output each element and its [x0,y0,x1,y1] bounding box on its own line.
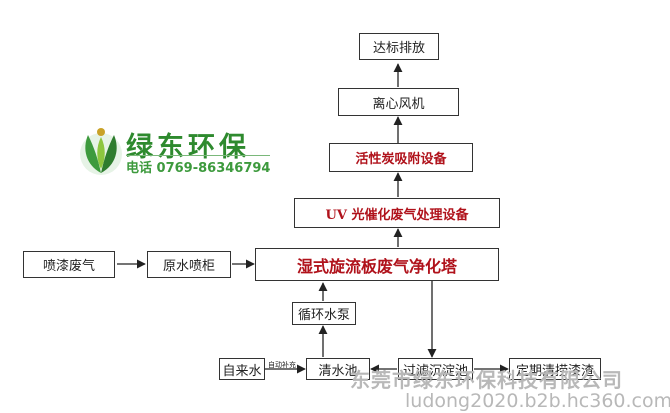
box-sludge-removal: 定期清捞漆渣 [509,358,601,380]
box-wet-scrubber-tower: 湿式旋流板废气净化塔 [255,248,499,281]
watermark-company: 东莞市绿东环保科技有限公司 [350,368,623,392]
logo-title: 绿东环保 [126,132,250,163]
box-circulation-pump: 循环水泵 [292,302,356,325]
box-tap-water: 自来水 [219,358,265,380]
company-logo: 绿东环保 电话 0769-86346794 [78,125,278,177]
box-paint-exhaust: 喷漆废气 [23,251,115,278]
logo-divider [126,155,270,156]
box-uv-photocatalysis: UV 光催化废气处理设备 [294,198,500,228]
box-water-spray-cabinet: 原水喷柜 [147,251,231,278]
box-centrifugal-fan: 离心风机 [338,88,459,116]
box-clear-water-pool: 清水池 [306,358,370,380]
watermark-url: ludong2020.b2b.hc360.com [405,390,670,412]
label-auto-refill: 自动补充 [268,361,296,369]
box-discharge: 达标排放 [359,33,439,60]
box-sediment-pool: 过滤沉淀池 [398,358,473,380]
box-activated-carbon: 活性炭吸附设备 [329,143,473,172]
logo-phone: 电话 0769-86346794 [126,161,271,176]
leaf-logo-icon [80,128,122,175]
